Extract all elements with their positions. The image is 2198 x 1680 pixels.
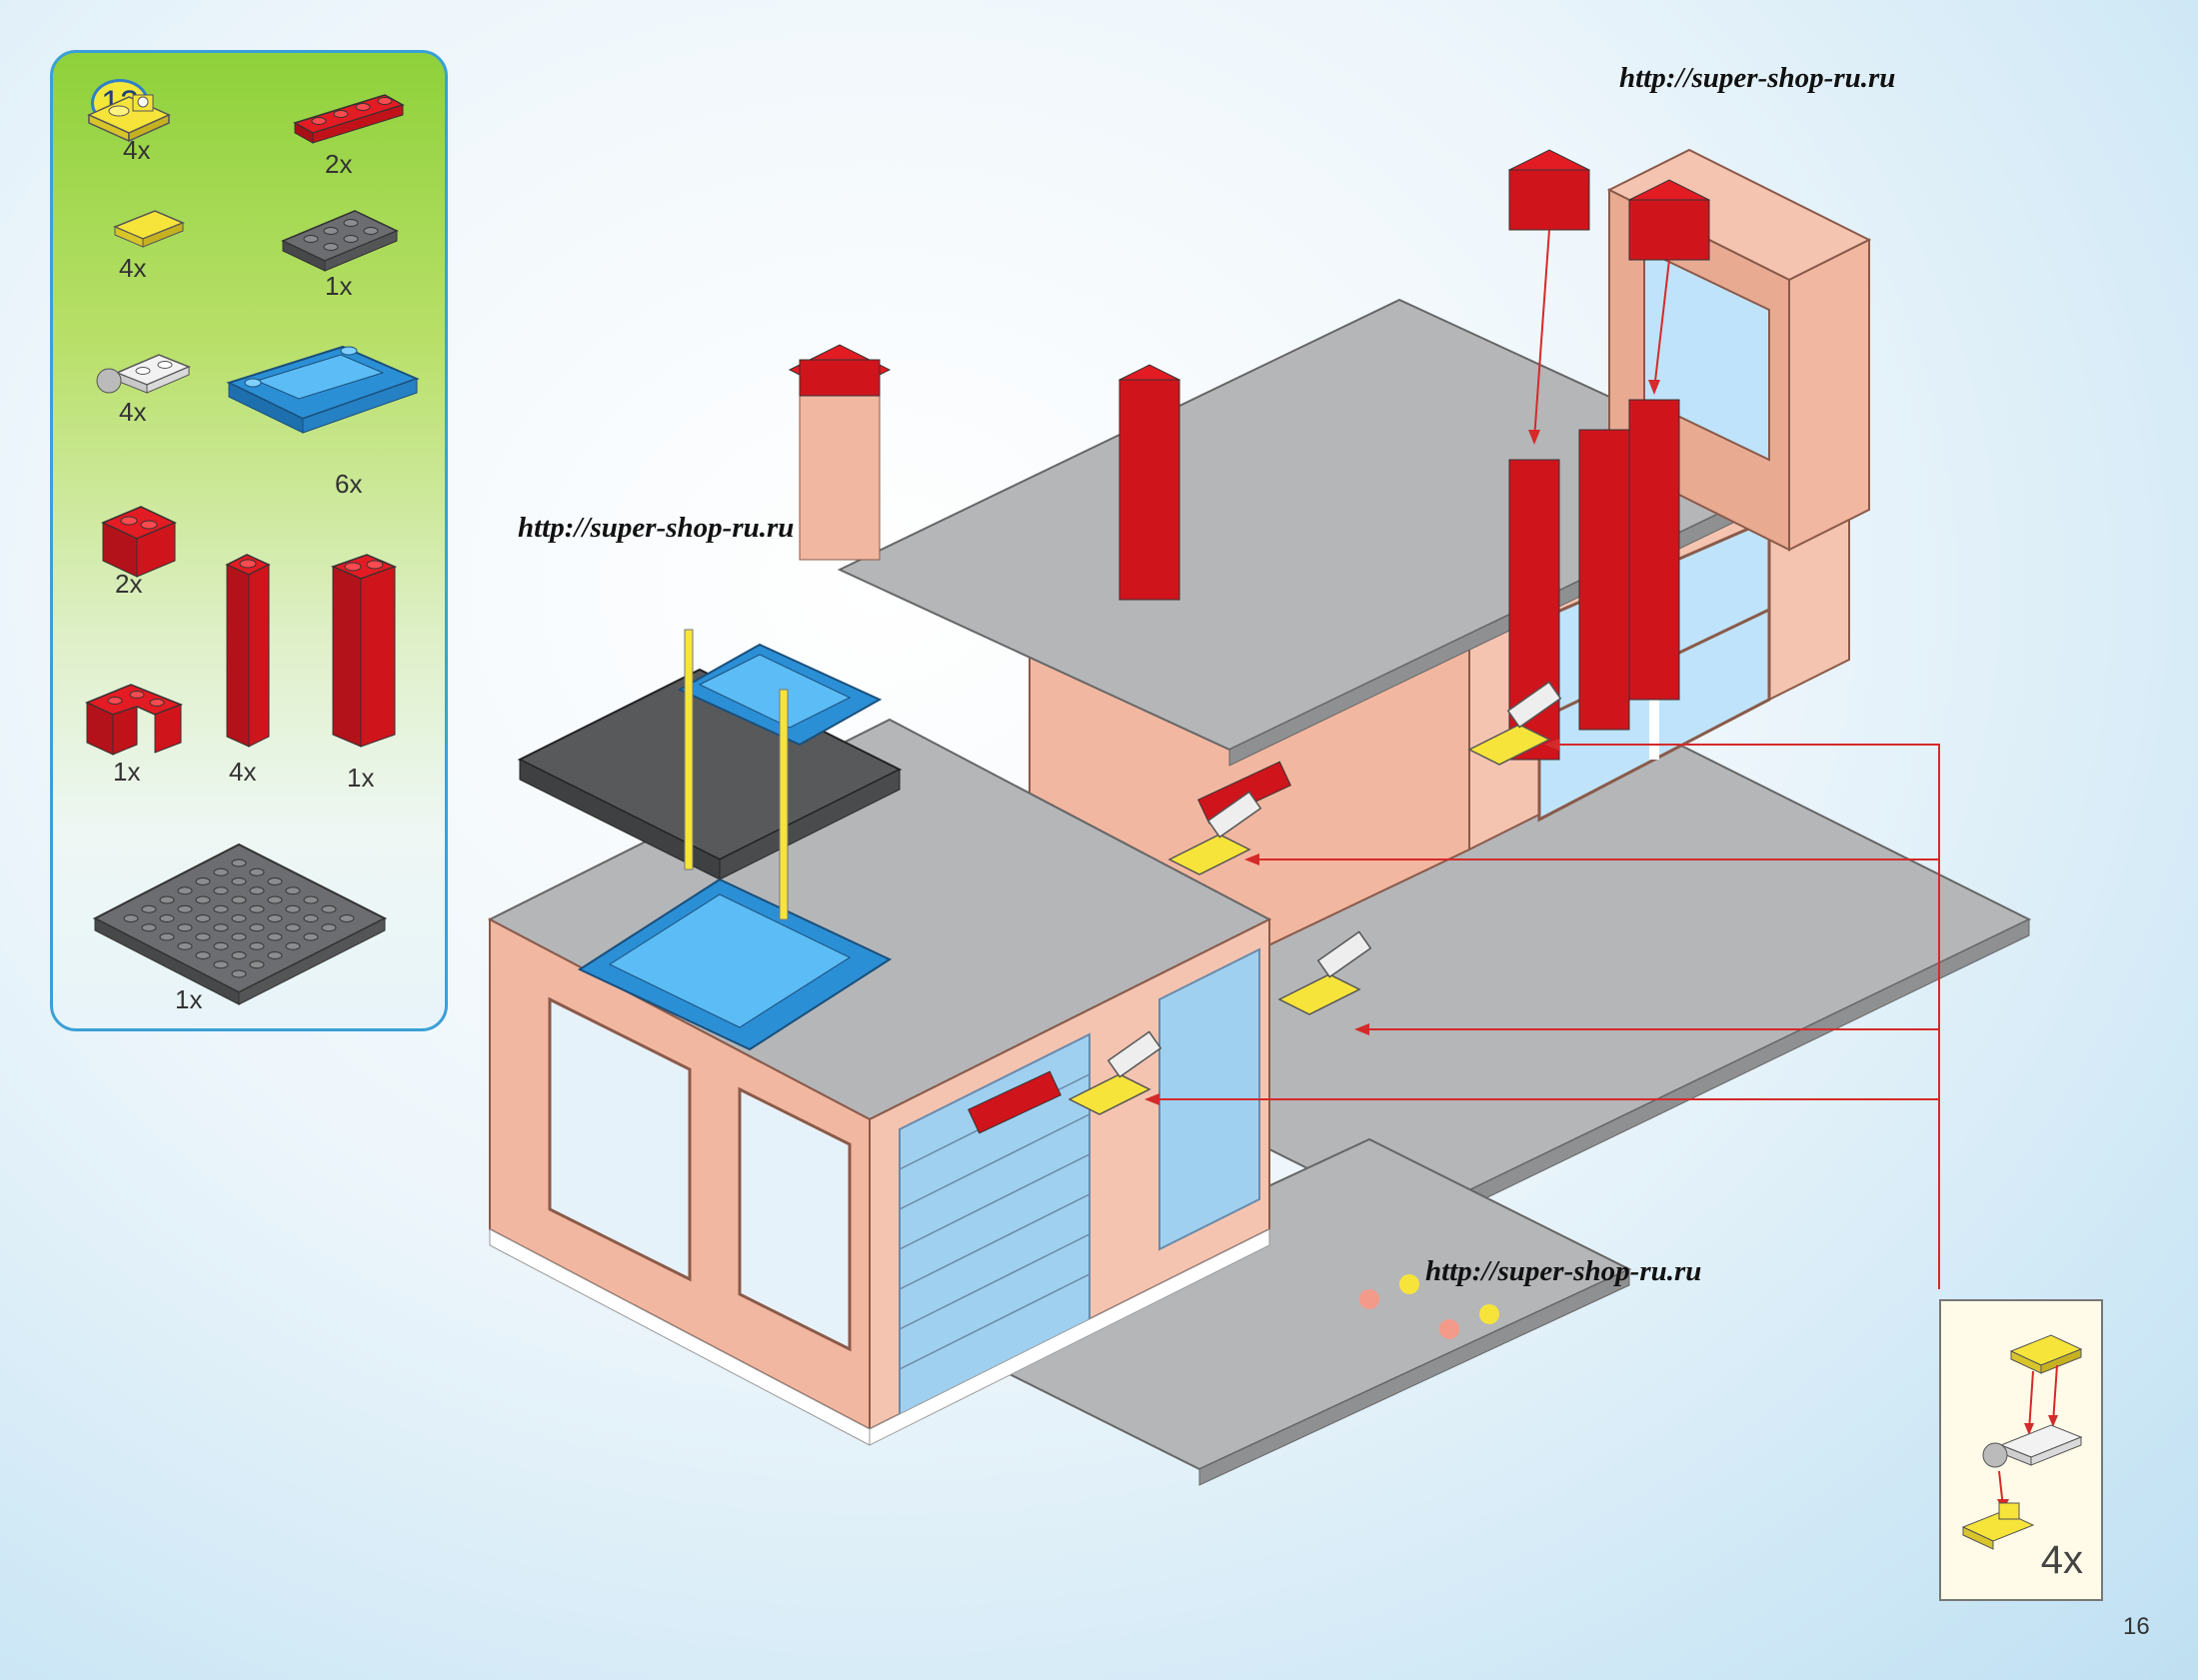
part-qty: 4x [229,757,257,787]
subassembly-qty: 4x [2040,1538,2083,1582]
watermark-url: http://super-shop-ru.ru [1619,62,1896,94]
yellow-tile-part [109,203,189,253]
part-qty: 4x [123,135,151,165]
red-plate-part [289,83,409,153]
yellow-clip-plate-part [79,75,179,145]
red-wide-column-part [329,551,399,751]
parts-panel: 12 4x 2x [50,50,448,1031]
part-qty: 6x [335,469,363,499]
part-qty: 1x [113,757,141,787]
red-corner-brick-part [81,673,191,763]
part-qty: 2x [115,569,143,599]
red-column-part [223,551,273,751]
part-qty: 4x [119,397,147,427]
part-qty: 1x [325,271,353,301]
dark-gray-baseplate-part [89,823,389,1012]
watermark-url: http://super-shop-ru.ru [518,512,795,544]
red-brick-part [95,493,185,583]
part-qty: 2x [325,149,353,179]
subassembly-callout: 4x [1939,1299,2103,1601]
white-hinge-plate-part [89,343,199,403]
blue-slope-part [223,333,423,453]
part-qty: 4x [119,253,147,283]
dark-gray-plate-part [275,201,405,281]
fire-station-model [470,100,2049,1659]
watermark-url: http://super-shop-ru.ru [1425,1255,1702,1287]
part-qty: 1x [347,763,375,793]
page-number: 16 [2123,1613,2150,1640]
part-qty: 1x [175,984,203,1014]
